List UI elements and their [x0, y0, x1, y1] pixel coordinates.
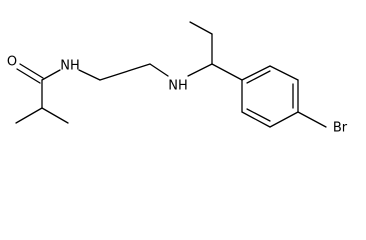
bond-o-carbonyl-inner: [16, 68, 41, 84]
bond-ch2-ch2: [99, 63, 151, 81]
bond-ch2-to-nh: [149, 63, 169, 77]
bond-nh-to-ch2: [78, 69, 101, 81]
ring-bond-1-inner: [246, 70, 271, 84]
ring-bond-1: [241, 65, 271, 81]
atom-labels: O NH NH Br: [7, 55, 348, 136]
bond-nh-to-chiral-c: [187, 63, 213, 77]
bond-ch-to-methyl-right: [41, 107, 69, 124]
ring-bond-4: [269, 111, 299, 128]
bond-carbonyl-to-nh: [41, 69, 61, 81]
oxygen-label: O: [7, 55, 17, 70]
bond-ch-to-methyl-left: [15, 107, 43, 124]
bond-ch2-to-ch3: [189, 21, 213, 35]
bond-skeleton: [15, 21, 327, 128]
molecule-structure-diagram: O NH NH Br: [7, 21, 348, 136]
amide-nh-label: NH: [60, 59, 80, 74]
bond-ring-to-br: [297, 111, 327, 128]
bond-chiral-to-ring: [211, 63, 243, 81]
bromine-label: Br: [333, 121, 348, 136]
bond-o-carbonyl-outer: [19, 63, 44, 79]
ring-bond-2: [269, 65, 299, 81]
ring-bond-5-inner: [246, 108, 271, 122]
ring-bond-5: [241, 111, 271, 128]
amine-nh-label: NH: [168, 79, 188, 94]
